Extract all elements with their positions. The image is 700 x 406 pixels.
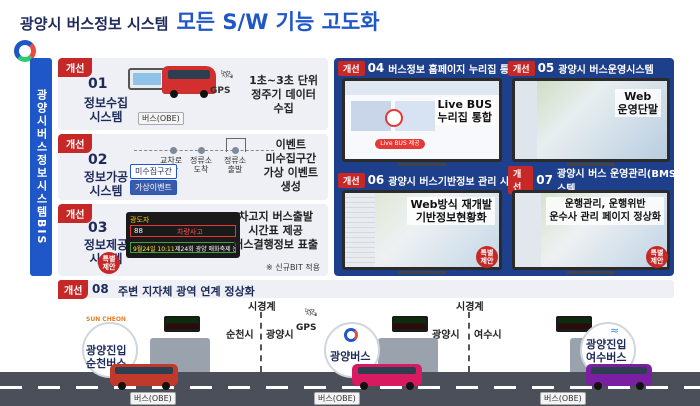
bit-bus-number: 88 xyxy=(134,227,143,235)
bit-board xyxy=(164,316,200,332)
panel-06-header: 개선 06 광양시 버스기반정보 관리 시스템 xyxy=(338,172,528,188)
road-lane-marking xyxy=(0,386,700,389)
panel-number: 04 xyxy=(367,61,385,75)
improve-badge: 개선 xyxy=(58,134,93,153)
improve-badge: 개선 xyxy=(338,60,365,76)
panel-title: 광양시 버스기반정보 관리 시스템 xyxy=(388,176,528,188)
page-title: 모든 S/W 기능 고도화 xyxy=(176,10,380,34)
page-header: 광양시 버스정보 시스템 모든 S/W 기능 고도화 xyxy=(20,6,380,36)
city-label-yeosu: 여수시 xyxy=(474,330,502,341)
section-08: 개선 08 주변 지자체 광역 연계 정상화 xyxy=(58,280,674,299)
bus-label-gwangyang: 광양버스 xyxy=(330,350,371,363)
section-01: 개선 01 정보수집 시스템 버스(OBE) 🛰 GPS 1초~3초 단위 정주… xyxy=(58,58,328,130)
virtual-event-tag: 가상이벤트 xyxy=(130,180,177,195)
panel-title: 광양시 버스운영시스템 xyxy=(558,64,654,76)
improve-badge: 개선 xyxy=(338,172,365,188)
section-number: 01 xyxy=(88,76,108,92)
section-number: 08 xyxy=(92,282,109,296)
panel-overlay-text: Live BUS 누리집 통합 xyxy=(434,97,495,125)
special-proposal-badge: 특별 제안 xyxy=(98,252,120,274)
timeline-dot xyxy=(170,147,177,154)
monitor-04: Live BUS 제공 Live BUS 누리집 통합 xyxy=(342,78,502,166)
vertical-title: 광양시버스정보시스템BIS xyxy=(35,88,48,246)
city-label-gwangyang: 광양시 xyxy=(432,330,460,341)
bus-stop-icon xyxy=(226,138,246,152)
panel-04-header: 개선 04 버스정보 홈페이지 누리집 통합 xyxy=(338,60,518,76)
panel-title: 광양시 버스 운영관리(BMS) 시스템 xyxy=(557,169,694,195)
page-subtitle: 광양시 버스정보 시스템 xyxy=(20,15,169,33)
panel-overlay-text: 운행관리, 운행위반 운수사 관리 페이지 정상화 xyxy=(546,197,664,225)
bus-icon xyxy=(162,66,216,98)
improve-badge: 개선 xyxy=(508,60,535,76)
yeosu-bus xyxy=(586,364,652,390)
panel-07-header: 개선 07 광양시 버스 운영관리(BMS) 시스템 xyxy=(508,166,700,195)
section-title: 정보가공 시스템 xyxy=(83,170,129,198)
section-title: 주변 지자체 광역 연계 정상화 xyxy=(118,285,255,298)
bit-notice: 제24회 광양 매화축제 운영안내 xyxy=(175,246,235,253)
timeline-dot xyxy=(232,147,239,154)
bus-label-yeosu: 광양진입 여수버스 xyxy=(586,338,627,364)
monitor-07: 운행관리, 운행위반 운수사 관리 페이지 정상화 xyxy=(512,190,670,274)
gwangyang-logo-icon xyxy=(344,328,358,342)
obe-label: 버스(OBE) xyxy=(540,392,586,405)
panel-05-header: 개선 05 광양시 버스운영시스템 xyxy=(508,60,654,76)
timeline-dot xyxy=(198,147,205,154)
section-number: 02 xyxy=(88,152,108,168)
panel-title: 버스정보 홈페이지 누리집 통합 xyxy=(388,64,519,76)
section-number: 03 xyxy=(88,220,108,236)
city-boundary-right xyxy=(468,312,470,372)
vertical-title-band: 광양시버스정보시스템BIS xyxy=(30,58,52,276)
obe-terminal-icon xyxy=(128,68,166,90)
suncheon-logo: SUN CHEON xyxy=(86,316,126,323)
gwangyang-bus xyxy=(352,364,422,390)
improve-badge: 개선 xyxy=(58,280,89,299)
city-label-suncheon: 순천시 xyxy=(226,330,254,341)
stop-event-label: 정류소 도착 xyxy=(190,156,213,174)
satellite-icon: 🛰 xyxy=(220,68,234,81)
improve-badge: 개선 xyxy=(58,58,93,77)
panel-number: 05 xyxy=(537,61,555,75)
bit-time: 9월24일 10:11 xyxy=(133,246,175,253)
gwangyang-logo-icon xyxy=(14,40,36,62)
city-boundary-left xyxy=(260,312,262,372)
satellite-icon: 🛰 xyxy=(304,306,318,319)
section-02: 개선 02 정보가공 시스템 교차로 통과 정류소 도착 정류소 출발 미수집구… xyxy=(58,134,328,200)
city-label-gwangyang: 광양시 xyxy=(266,330,294,341)
yeosu-logo-icon: ≈ xyxy=(610,324,620,337)
section-03: 개선 03 정보제공 시스템 광도자 88 차량사고 9월24일 10:11 제… xyxy=(58,204,328,276)
section-note: ※ 신규BIT 적용 xyxy=(266,263,320,272)
suncheon-bus xyxy=(110,364,178,390)
monitor-05: Web 운영단말 xyxy=(512,78,670,166)
special-proposal-badge: 특별 제안 xyxy=(476,246,498,268)
boundary-label: 시경계 xyxy=(248,302,276,313)
panel-overlay-text: Web 운영단말 xyxy=(614,89,661,117)
gps-label: GPS xyxy=(210,86,231,96)
section-description: 1초~3초 단위 정주기 데이터 수집 xyxy=(249,74,318,115)
stop-event-label: 정류소 출발 xyxy=(224,156,247,174)
obe-label: 버스(OBE) xyxy=(138,112,184,125)
bit-route: 광도자 xyxy=(130,216,150,224)
section-title: 정보수집 시스템 xyxy=(83,96,129,124)
panel-number: 07 xyxy=(536,173,553,187)
obe-label: 버스(OBE) xyxy=(314,392,360,405)
bit-board xyxy=(556,316,592,332)
improve-badge: 개선 xyxy=(58,204,93,223)
panel-number: 06 xyxy=(367,173,385,187)
section-description: 이벤트 미수집구간 가상 이벤트 생성 xyxy=(263,138,318,193)
bit-alert: 차량사고 xyxy=(177,228,203,236)
special-proposal-badge: 특별 제안 xyxy=(646,246,668,268)
improve-badge: 개선 xyxy=(508,166,534,194)
missing-section-tag: 미수집구간 xyxy=(130,164,177,179)
bit-board xyxy=(392,316,428,332)
gps-label: GPS xyxy=(296,323,317,333)
monitor-06: Web방식 재개발 기반정보현황화 xyxy=(342,190,502,274)
panel-overlay-text: Web방식 재개발 기반정보현황화 xyxy=(407,197,495,225)
live-bus-chip: Live BUS 제공 xyxy=(375,139,425,149)
section-description: 차고지 버스출발 시간표 제공 버스결행정보 표출 xyxy=(233,210,318,251)
bit-display: 광도자 88 차량사고 9월24일 10:11 제24회 광양 매화축제 운영안… xyxy=(126,212,240,258)
bus-circle-icon xyxy=(385,109,403,127)
boundary-label: 시경계 xyxy=(456,302,484,313)
obe-label: 버스(OBE) xyxy=(130,392,176,405)
